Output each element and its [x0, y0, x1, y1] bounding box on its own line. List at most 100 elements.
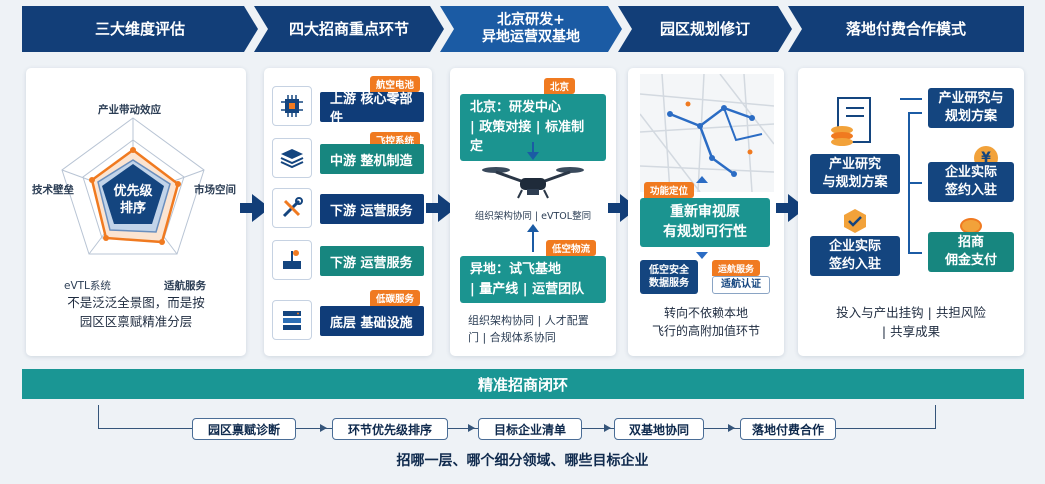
header-step-1: 三大维度评估 [22, 6, 258, 52]
panel1-caption-line-1: 不是泛泛全景图，而是按 [67, 295, 205, 310]
row-2-label: 中游 整机制造 [320, 144, 424, 174]
signing-right-line-2: 签约入驻 [944, 183, 997, 198]
panel5-caption: 投入与产出挂钩 | 共担风险 | 共享成果 [798, 304, 1024, 342]
radar-center [102, 164, 164, 224]
radar-ring-outer [61, 117, 205, 255]
header-step-5: 落地付费合作模式 [788, 6, 1024, 52]
connector-3 [908, 252, 922, 254]
panel3-caption: 组织架构协同 | 人才配置 门 | 合规体系协同 [468, 312, 608, 346]
tagline: 招哪一层、哪个细分领域、哪些目标企业 [396, 453, 649, 469]
signing-left-line-2: 签约入驻 [828, 257, 881, 272]
research-plan-box-right: 产业研究与 规划方案 [928, 88, 1014, 128]
radar-center-line-1: 优先级 [113, 184, 153, 199]
offsite-box-line-2: | 量产线 | 运营团队 [470, 281, 585, 297]
up-arrow-shaft [532, 232, 534, 252]
radar-label-top: 产业带动效应 [98, 104, 161, 116]
panel5-caption-line-2: | 共享成果 [881, 323, 941, 339]
header-step-3: 北京研发+ 异地运营双基地 [440, 6, 622, 52]
signing-right-line-1: 企业实际 [944, 165, 997, 181]
research-plan-left-line-2: 与规划方案 [822, 175, 888, 190]
panel3-caption-line-2: 门 | 合规体系协同 [468, 331, 556, 345]
drone-icon [482, 167, 584, 199]
panel-segments: 航空电池 上游 核心零部件 飞控系统 中游 整机制造 下游 运营服务 下游 运营… [264, 68, 432, 356]
panel-payment-model: 产业研究 与规划方案 企业实际 签约入驻 产业研究与 规划方案 ¥ 企业实际 签… [798, 68, 1024, 356]
function-tag: 功能定位 [644, 182, 695, 198]
commission-line-2: 佣金支付 [944, 253, 997, 268]
panel3-caption-line-1: 组织架构协同 | 人才配置 [468, 314, 589, 327]
panel1-caption: 不是泛泛全景图，而是按 园区区禀赋精准分层 [26, 294, 246, 332]
signing-box-left: 企业实际 签约入驻 [810, 236, 900, 276]
beijing-tag: 北京 [544, 78, 576, 94]
radar-label-bottom-left: eVTL系统 [64, 280, 111, 292]
map-thumbnail [640, 74, 774, 192]
row-3-label: 下游 运营服务 [320, 194, 424, 224]
handshake-badge-icon [844, 209, 866, 233]
header-step-1-label: 三大维度评估 [94, 20, 185, 38]
row-5-tag: 低碳服务 [370, 290, 421, 306]
revision-box: 重新审视原 有规划可行性 [640, 198, 770, 247]
row-5-label: 底层 基础设施 [320, 306, 424, 336]
connector-2 [908, 182, 922, 184]
revision-box-line-2: 有规划可行性 [663, 224, 747, 241]
loop-step-1: 园区禀赋诊断 [192, 418, 296, 440]
header-step-4-label: 园区规划修订 [659, 20, 750, 38]
offsite-box: 异地：试飞基地 | 量产线 | 运营团队 [460, 256, 606, 303]
header-step-3-line-2: 异地运营双基地 [482, 29, 580, 45]
radar-chart [61, 117, 205, 255]
panel5-caption-line-1: 投入与产出挂钩 | 共担风险 [836, 305, 986, 320]
loop-step-4: 双基地协同 [614, 418, 704, 440]
panel-dual-base: 北京 北京：研发中心 | 政策对接 | 标准制定 组织架构协同 | eVTOL整… [450, 68, 616, 356]
up-arrow-head [527, 224, 539, 232]
signing-left-line-1: 企业实际 [828, 239, 881, 255]
loop-step-3: 目标企业清单 [478, 418, 582, 440]
panel4-caption-line-1: 转向不依赖本地 [663, 306, 748, 320]
beijing-box-line-2: | 政策对接 | 标准制定 [470, 119, 585, 155]
safety-data-line-2: 数据服务 [649, 278, 689, 289]
airworthiness-chip: 适航认证 [712, 276, 770, 294]
connector-1 [908, 112, 922, 114]
revision-box-line-1: 重新审视原 [670, 204, 740, 220]
offsite-box-line-1: 异地：试飞基地 [470, 262, 562, 277]
header-step-2: 四大招商重点环节 [254, 6, 444, 52]
tools-icon [272, 188, 312, 228]
loop-arrow-4 [710, 424, 735, 432]
commission-line-1: 招商 [957, 235, 984, 251]
radar-label-bottom-right: 适航服务 [164, 280, 206, 292]
loop-arrow-1 [302, 424, 327, 432]
closed-loop-title: 精准招商闭环 [477, 375, 568, 394]
header-step-5-label: 落地付费合作模式 [845, 20, 966, 38]
loop-arrow-2 [454, 424, 475, 432]
loop-arrow-3 [588, 424, 611, 432]
radar-center-line-2: 排序 [119, 200, 146, 216]
map-up-arrow-head [696, 176, 708, 183]
down-arrow-shaft [532, 142, 534, 154]
commission-box: 招商 佣金支付 [928, 232, 1014, 272]
panel4-caption: 转向不依赖本地 飞行的高附加值环节 [628, 304, 784, 340]
beijing-box-line-1: 北京：研发中心 [470, 100, 562, 115]
radar-center-label: 优先级 排序 [108, 184, 158, 218]
panel1-caption-line-2: 园区区禀赋精准分层 [79, 313, 193, 329]
radar-label-left: 技术壁垒 [32, 184, 74, 196]
row-1-label: 上游 核心零部件 [320, 92, 424, 126]
beijing-box: 北京：研发中心 | 政策对接 | 标准制定 [460, 94, 606, 161]
signing-box-right: 企业实际 签约入驻 [928, 162, 1014, 202]
dual-base-mid-text: 组织架构协同 | eVTOL整同 [474, 211, 592, 222]
down-arrow-head [527, 152, 539, 160]
research-plan-right-line-1: 产业研究与 [938, 91, 1004, 107]
header-step-4: 园区规划修订 [618, 6, 792, 52]
research-plan-right-line-2: 规划方案 [944, 109, 997, 124]
research-plan-left-line-1: 产业研究 [828, 157, 881, 173]
connector-top [900, 98, 922, 100]
layers-icon [272, 138, 312, 178]
radar-label-right: 市场空间 [194, 184, 236, 196]
closed-loop-bar: 精准招商闭环 [22, 369, 1024, 399]
chip-icon [272, 86, 312, 126]
panel-plan-revision: 功能定位 重新审视原 有规划可行性 低空安全 数据服务 运航服务 适航认证 转向… [628, 68, 784, 356]
loop-step-2: 环节优先级排序 [332, 418, 448, 440]
panel-assessment: 优先级 排序 产业带动效应 技术壁垒 市场空间 eVTL系统 适航服务 不是泛泛… [26, 68, 246, 356]
header-step-2-label: 四大招商重点环节 [288, 20, 409, 38]
revision-down-arrow-head [696, 252, 708, 259]
row-4-label: 下游 运营服务 [320, 246, 424, 276]
panel4-caption-line-2: 飞行的高附加值环节 [651, 324, 760, 338]
server-icon [272, 300, 312, 340]
